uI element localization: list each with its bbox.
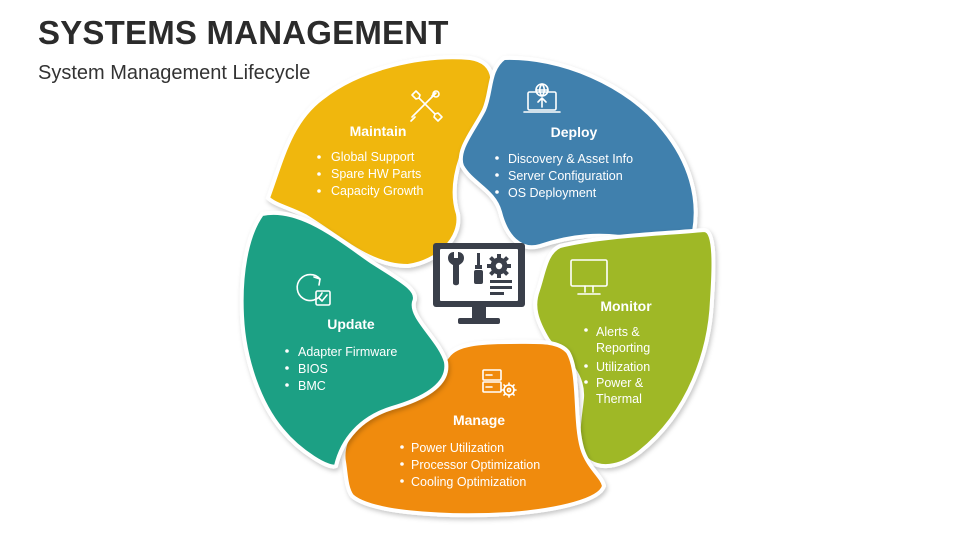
list-item: Spare HW Parts [331,167,421,181]
list-item: Alerts &Reporting [596,325,650,355]
deploy-title: Deploy [551,124,598,140]
manage-list: Power Utilization Processor Optimization… [400,441,540,489]
server-gear-icon [482,369,517,398]
maintain-title: Maintain [350,123,407,139]
monitor-list: Alerts &Reporting Utilization Power &The… [584,325,650,406]
update-title: Update [327,316,375,332]
manage-title: Manage [453,412,505,428]
wrench-screwdriver-icon [410,90,443,122]
monitor-icon [570,259,608,295]
refresh-check-icon [296,273,331,306]
laptop-upload-globe-icon [523,83,561,113]
list-item: Server Configuration [508,169,623,183]
maintain-list: Global Support Spare HW Parts Capacity G… [317,150,423,198]
list-item: Discovery & Asset Info [508,152,633,166]
list-item: Power &Thermal [596,376,644,406]
list-item: BIOS [298,362,328,376]
deploy-list: Discovery & Asset Info Server Configurat… [495,152,633,200]
page-title: SYSTEMS MANAGEMENT [38,14,449,51]
monitor-title: Monitor [600,298,652,314]
list-item: Global Support [331,150,415,164]
list-item: Utilization [596,360,650,374]
segment-deploy[interactable]: Deploy Discovery & Asset Info Server Con… [458,55,698,250]
update-list: Adapter Firmware BIOS BMC [285,345,397,393]
list-item: Capacity Growth [331,184,423,198]
list-item: BMC [298,379,326,393]
list-item: Power Utilization [411,441,504,455]
segment-update[interactable]: Update Adapter Firmware BIOS BMC [239,210,449,469]
page-subtitle: System Management Lifecycle [38,62,311,84]
list-item: Adapter Firmware [298,345,397,359]
computer-tools-icon [433,243,525,324]
list-item: OS Deployment [508,186,597,200]
list-item: Processor Optimization [411,458,540,472]
list-item: Cooling Optimization [411,475,526,489]
segment-maintain[interactable]: Maintain Global Support Spare HW Parts C… [265,55,495,269]
segment-monitor[interactable]: Monitor Alerts &Reporting Utilization Po… [533,227,716,469]
